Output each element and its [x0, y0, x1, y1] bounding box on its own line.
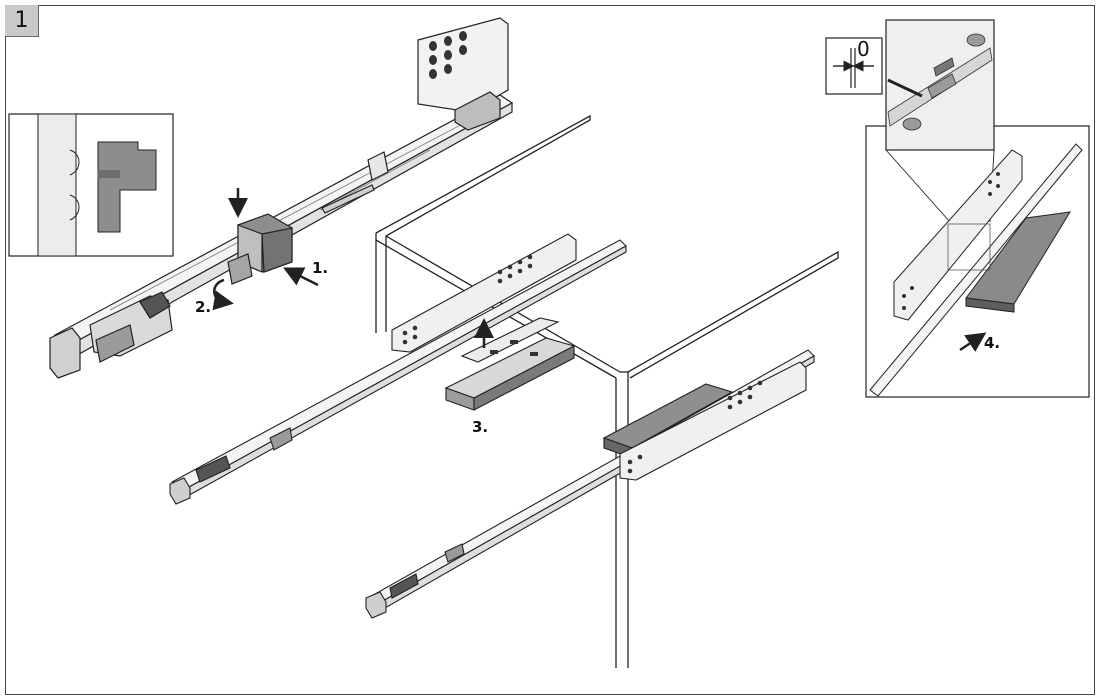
right-detail-inset — [865, 125, 1090, 398]
drawer-runner-middle — [169, 233, 627, 505]
step-label-3: 3. — [472, 418, 488, 436]
step-label-2: 2. — [195, 298, 211, 316]
clip-detail-inset — [8, 113, 174, 257]
gap-indicator — [825, 37, 883, 95]
front-clip-part — [227, 213, 293, 285]
zoom-detail-box — [885, 19, 995, 151]
insert-arrows — [212, 188, 319, 311]
step-number-badge: 1 — [5, 5, 39, 37]
diagram-frame — [5, 5, 1095, 695]
coupling-plate — [444, 317, 576, 411]
step-label-4: 4. — [984, 334, 1000, 352]
gap-value-label: 0 — [857, 37, 870, 61]
step-label-1: 1. — [312, 259, 328, 277]
drawer-runner-bottom — [365, 349, 815, 619]
